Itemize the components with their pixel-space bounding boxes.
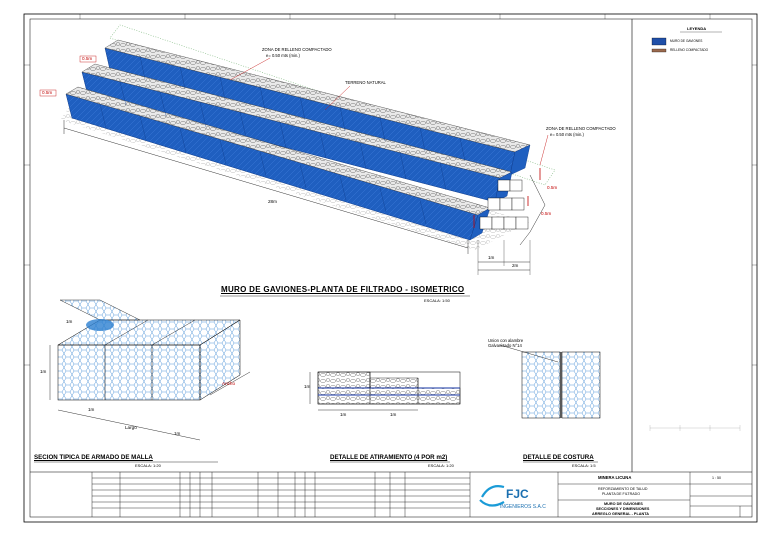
sec-w1-dim: 1m xyxy=(88,407,95,412)
fill-top-sub: e= 0.50 mts (min.) xyxy=(266,53,300,58)
tie-detail xyxy=(309,371,461,411)
legend-item-fill: RELLENO COMPACTADO xyxy=(670,48,709,52)
sec-ancho-dim: Ancho xyxy=(222,381,236,386)
sec-height-dim: 1m xyxy=(40,369,47,374)
mesh-section xyxy=(49,299,251,441)
legend-swatch-gabion xyxy=(651,37,667,46)
iso-scale: ESCALA: 1:50 xyxy=(424,298,450,303)
company-logo-icon xyxy=(479,485,505,507)
tie-h-dim: 1m xyxy=(304,384,311,389)
fill-right-note: ZONA DE RELLENO COMPACTADO xyxy=(546,126,616,131)
tb-content-3: ARREGLO GENERAL - PLANTA xyxy=(592,512,650,516)
seam-note-2: Galvanizado N°14 xyxy=(488,343,522,348)
seam-note-1: Union con alambre xyxy=(488,338,524,343)
tb-content-2: SECCIONES Y DIMENSIONES xyxy=(596,507,650,511)
seam-scale: ESCALA: 1:5 xyxy=(572,463,596,468)
end-section xyxy=(479,179,529,230)
fill-top-note: ZONA DE RELLENO COMPACTADO xyxy=(262,47,332,52)
seam-title: DETALLE DE COSTURA xyxy=(523,454,594,461)
terrain-note: TERRENO NATURAL xyxy=(345,80,386,85)
tie-scale: ESCALA: 1:20 xyxy=(428,463,454,468)
tb-content-1: MURO DE GAVIONES xyxy=(604,502,643,506)
dim-1m-bottom: 1m xyxy=(488,255,495,260)
tb-project-1: REFORZAMIENTO DE TALUD xyxy=(598,487,648,491)
tb-client: MINERA LICUNA xyxy=(598,475,632,480)
border-ticks xyxy=(24,14,757,366)
tie-w1-dim: 1m xyxy=(340,412,347,417)
legend-box xyxy=(651,31,722,53)
dim-length: 28m xyxy=(268,199,277,204)
iso-title: MURO DE GAVIONES-PLANTA DE FILTRADO - IS… xyxy=(221,285,465,294)
company-sub: INGENIEROS S.A.C xyxy=(500,504,546,510)
legend-swatch-fill xyxy=(651,48,667,53)
tie-w2-dim: 1m xyxy=(390,412,397,417)
legend-title: LEYENDA xyxy=(687,26,707,31)
sec-len-dim: Largo xyxy=(125,425,137,430)
title-block-grid xyxy=(91,472,752,517)
seam-detail xyxy=(499,344,601,419)
sec-w2-dim: 1m xyxy=(174,431,181,436)
tie-title: DETALLE DE ATIRAMIENTO (4 POR m2) xyxy=(330,454,448,461)
dim-2m-bottom: 2m xyxy=(512,263,519,268)
company-name: FJC xyxy=(506,487,529,501)
tb-project-2: PLANTA DE FILTRADO xyxy=(602,492,641,496)
section-scale: ESCALA: 1:20 xyxy=(135,463,161,468)
legend-item-gabion: MURO DE GAVIONES xyxy=(670,39,703,43)
fill-right-sub: e= 0.50 mts (min.) xyxy=(550,132,584,137)
dim-05-left: 0.5m xyxy=(42,90,53,95)
tb-scale: 1 : 50 xyxy=(712,476,721,480)
sec-width-top-dim: 1m xyxy=(66,319,73,324)
dim-05-right-a: 0.5m xyxy=(547,185,558,190)
section-title: SECION TIPICA DE ARMADO DE MALLA xyxy=(34,454,153,461)
sheet-frame xyxy=(23,13,758,523)
scale-bar xyxy=(649,425,741,431)
isometric-wall xyxy=(39,24,556,275)
dim-05-right-b: 0.5m xyxy=(541,211,552,216)
dim-05-top: 0.5m xyxy=(82,56,93,61)
